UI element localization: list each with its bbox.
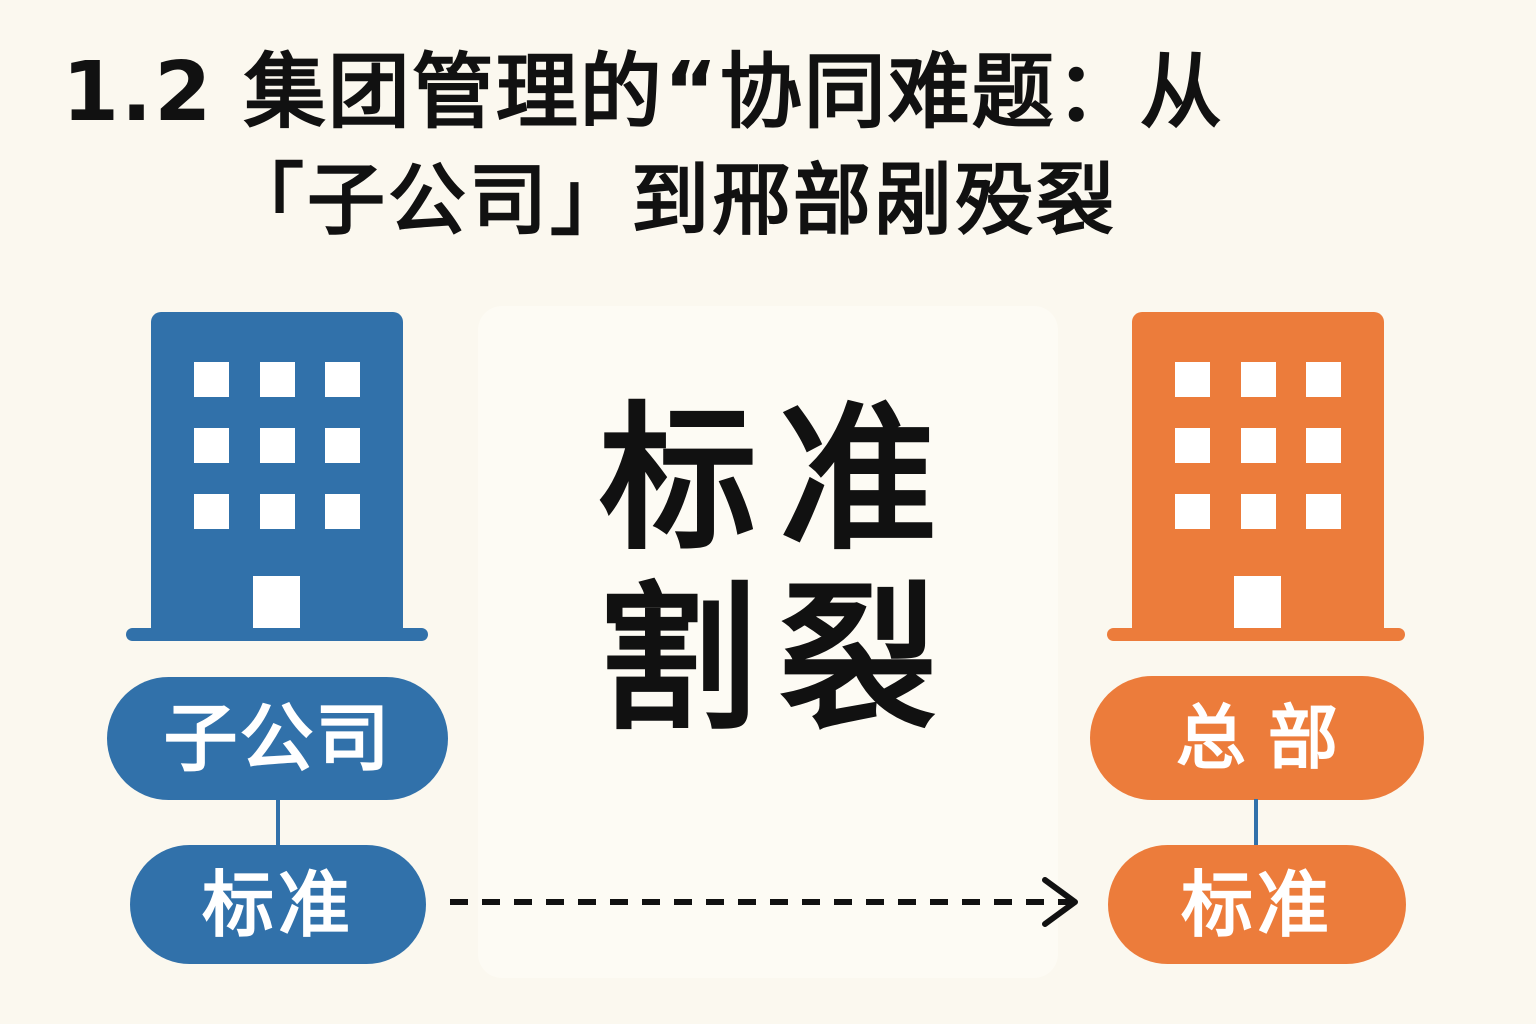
window (325, 428, 360, 463)
window (194, 428, 229, 463)
window (325, 362, 360, 397)
subsidiary-label: 子公司 (107, 677, 448, 800)
window (1175, 428, 1210, 463)
title-line-1: 1.2 集团管理的“协同难题：从 (62, 45, 1224, 140)
page-title: 1.2 集团管理的“协同难题：从 「子公司」到郉部剐殁裂 (0, 0, 1536, 280)
window (1306, 494, 1341, 529)
window (194, 494, 229, 529)
subsidiary-connector (276, 799, 280, 847)
center-panel: 标准 割裂 (478, 306, 1058, 978)
window (260, 362, 295, 397)
door (1234, 576, 1281, 630)
title-line-2: 「子公司」到郉部剐殁裂 (226, 156, 1118, 246)
window (1306, 362, 1341, 397)
window (1306, 428, 1341, 463)
headquarters-building-base (1107, 628, 1405, 641)
center-text-line-2: 割裂 (599, 568, 959, 752)
subsidiary-building-base (126, 628, 428, 641)
door (253, 576, 300, 630)
headquarters-connector (1254, 799, 1258, 847)
window (1175, 494, 1210, 529)
window (1241, 428, 1276, 463)
subsidiary-building-icon (151, 312, 403, 634)
subsidiary-standard-label: 标准 (130, 845, 426, 964)
window (1241, 494, 1276, 529)
window (260, 494, 295, 529)
headquarters-label: 总部 (1090, 676, 1424, 800)
window (1241, 362, 1276, 397)
center-text-line-1: 标准 (599, 388, 959, 572)
window (1175, 362, 1210, 397)
headquarters-standard-label: 标准 (1108, 845, 1406, 964)
window (325, 494, 360, 529)
dashed-arrow-icon (450, 877, 1078, 927)
headquarters-building-icon (1132, 312, 1384, 634)
window (194, 362, 229, 397)
window (260, 428, 295, 463)
